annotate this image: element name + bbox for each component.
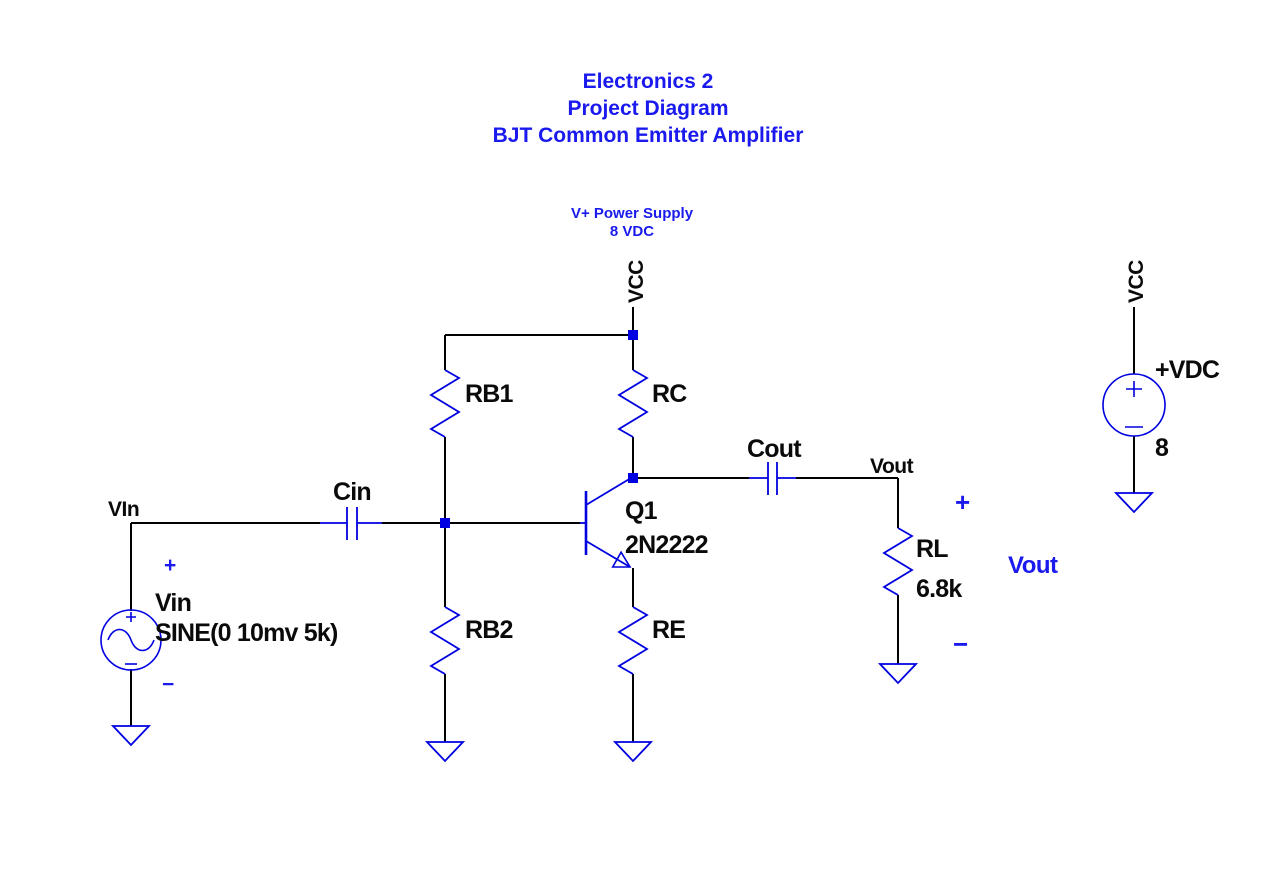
marker-vin-minus: − [162,673,174,696]
net-label-vcc-main: VCC [625,260,648,303]
label-rb1: RB1 [465,380,514,408]
label-rl-value: 6.8k [916,575,962,603]
resistor-rb1[interactable] [429,369,461,438]
emitter-arrow [611,550,632,568]
label-re: RE [652,616,685,644]
capacitor-cout[interactable] [749,462,796,495]
voltage-source-vdc[interactable] [1102,373,1166,437]
marker-vout-label: Vout [1008,552,1058,579]
label-vin-source: Vin [155,589,191,617]
label-rl: RL [916,535,948,563]
junction-node-vcc [628,330,638,340]
marker-vout-plus: + [955,487,970,517]
net-label-vout: Vout [870,455,914,478]
resistor-rb2[interactable] [429,606,461,675]
ground-symbol-rb2[interactable] [424,741,466,763]
label-q1: Q1 [625,497,658,525]
net-label-vin: VIn [108,498,139,521]
title-line-3: BJT Common Emitter Amplifier [493,124,804,147]
ground-symbol-vdc[interactable] [1113,492,1155,514]
junction-node-collector [628,473,638,483]
label-cout: Cout [747,435,802,463]
resistor-re[interactable] [617,606,649,675]
label-q1-part: 2N2222 [625,531,708,559]
junction-node-base [440,518,450,528]
resistor-rl[interactable] [882,527,914,596]
resistor-rc[interactable] [617,369,649,438]
title-line-1: Electronics 2 [583,70,714,93]
ground-symbol-rl[interactable] [877,663,919,685]
label-vdc-value: 8 [1155,434,1169,462]
voltage-source-vin[interactable] [100,609,162,671]
transistor-q1[interactable] [580,477,632,568]
marker-vin-plus: + [164,554,176,577]
ground-symbol-vin[interactable] [110,725,152,747]
capacitor-cin[interactable] [320,507,382,540]
label-rb2: RB2 [465,616,513,644]
label-rc: RC [652,380,687,408]
net-label-vcc-aux: VCC [1125,260,1148,303]
label-vin-value: SINE(0 10mv 5k) [155,619,338,647]
circuit-wires [130,307,1135,742]
power-note-line-2: 8 VDC [610,223,654,240]
marker-vout-minus: − [953,629,968,659]
power-note-line-1: V+ Power Supply [571,205,694,222]
label-cin: Cin [333,478,371,506]
ground-symbol-re[interactable] [612,741,654,763]
label-vdc-source: +VDC [1155,356,1220,384]
title-line-2: Project Diagram [567,97,728,120]
